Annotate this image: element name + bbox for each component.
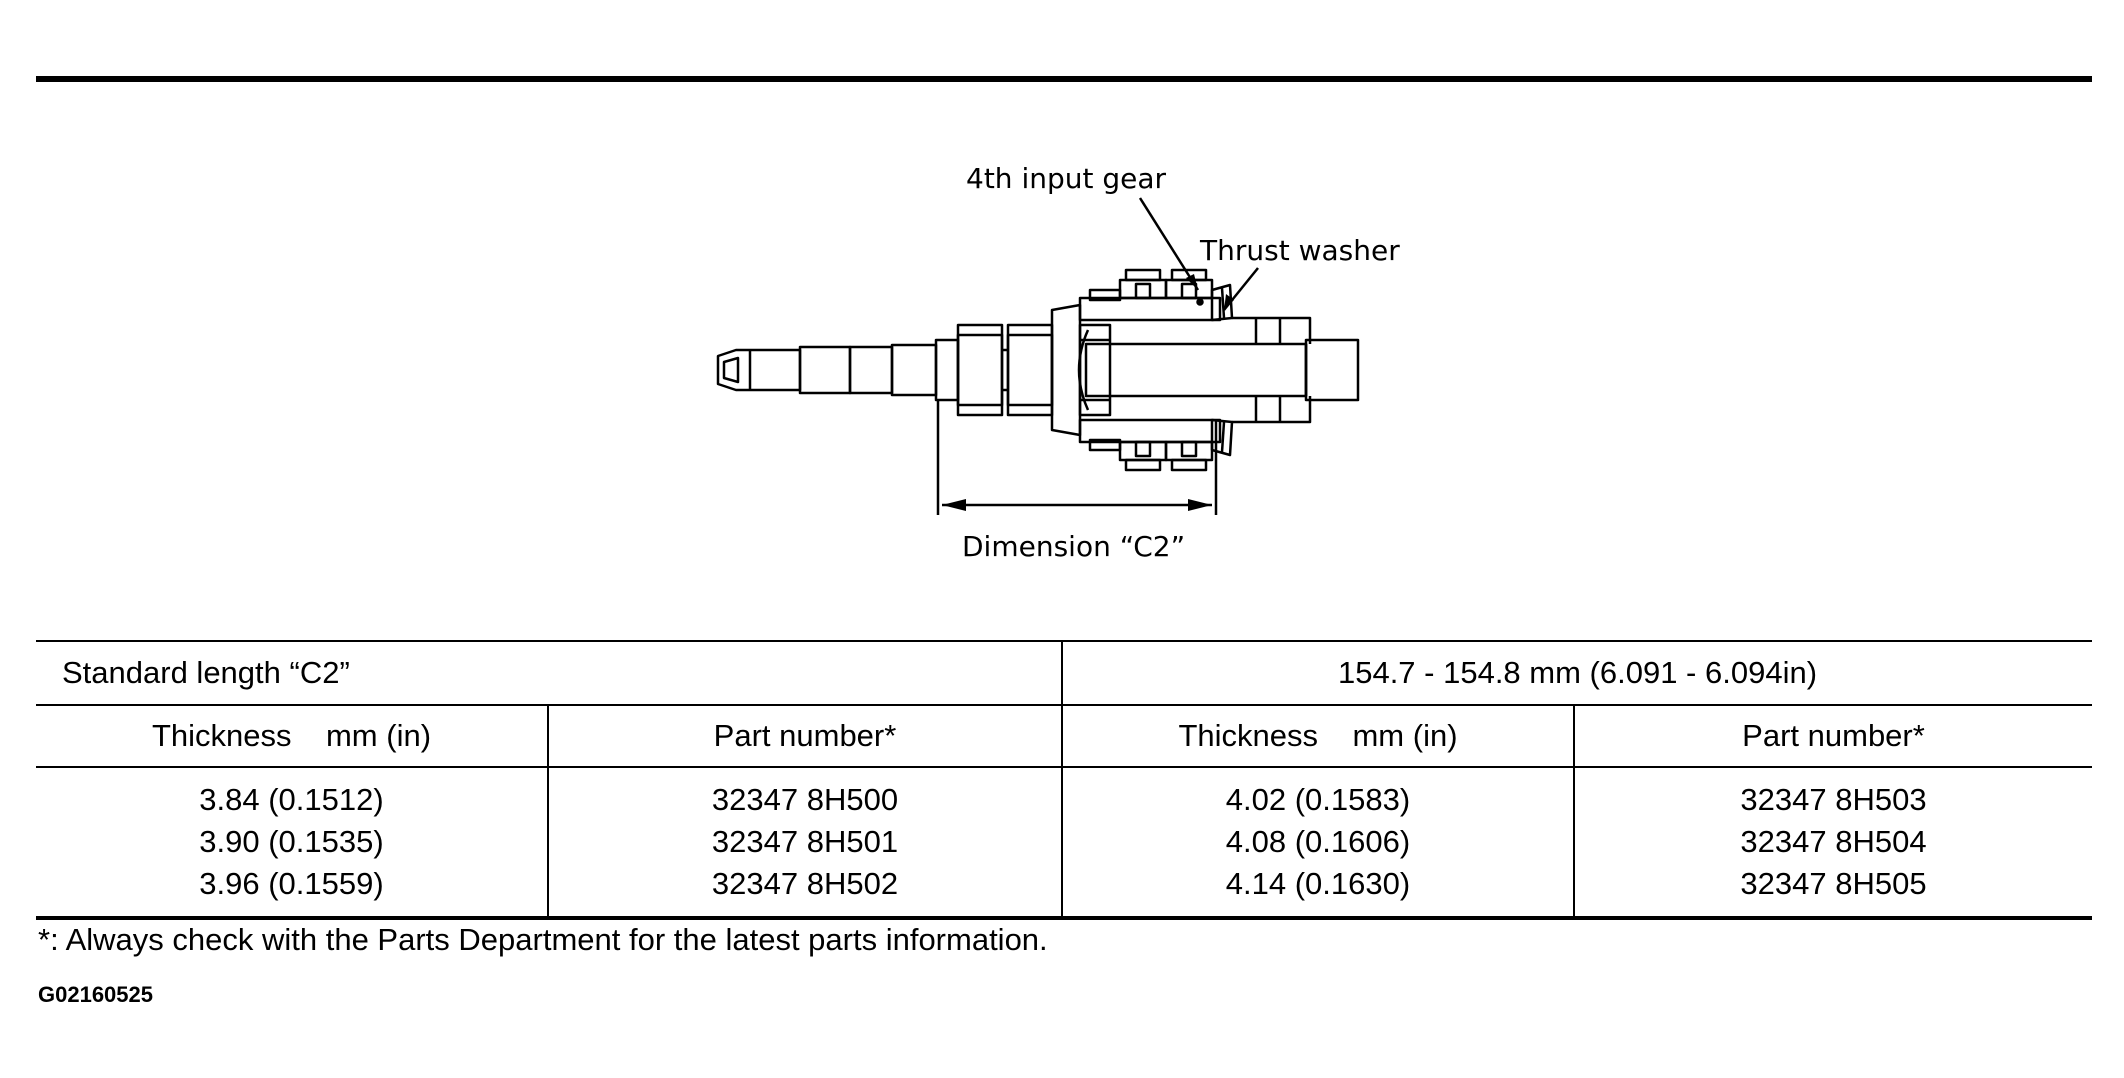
- table-cell: 32347 8H501: [711, 824, 899, 859]
- header-part-number-left: Part number*: [547, 705, 1062, 768]
- hub: [1050, 303, 1112, 437]
- thickness-column-right: 4.02 (0.1583) 4.08 (0.1606) 4.14 (0.1630…: [1061, 767, 1574, 920]
- table-cell: 4.08 (0.1606): [1225, 824, 1411, 859]
- table-cell: 32347 8H505: [1740, 866, 1927, 901]
- table-cell: 3.90 (0.1535): [199, 824, 384, 859]
- gear-leader: [1138, 197, 1200, 291]
- figure-id: G02160525: [38, 982, 153, 1007]
- dimension-lines: [936, 400, 1218, 515]
- footnote: *: Always check with the Parts Departmen…: [38, 922, 1048, 957]
- mainshaft-diagram: [716, 197, 1360, 515]
- table-cell: 32347 8H500: [711, 782, 899, 817]
- table-data-row: 3.84 (0.1512) 3.90 (0.1535) 3.96 (0.1559…: [36, 767, 2092, 920]
- table-cell: 32347 8H503: [1740, 782, 1927, 817]
- shim-selection-table: Standard length “C2” 154.7 - 154.8 mm (6…: [36, 640, 2092, 920]
- top-rule: [36, 76, 2092, 82]
- label-input-gear: 4th input gear: [966, 162, 1167, 195]
- table-cell: 3.96 (0.1559): [199, 866, 384, 901]
- table-cell: 3.84 (0.1512): [199, 782, 384, 817]
- nut-collar: [956, 323, 1054, 417]
- standard-length-row: Standard length “C2” 154.7 - 154.8 mm (6…: [36, 640, 2092, 706]
- table-cell: 32347 8H504: [1740, 824, 1927, 859]
- hollow-shaft: [1084, 316, 1360, 424]
- gear-upper: [1078, 268, 1234, 322]
- shaft-body: [798, 338, 960, 402]
- label-thrust-washer: Thrust washer: [1200, 234, 1400, 267]
- gear-lower: [1078, 418, 1234, 472]
- part-number-column-right: 32347 8H503 32347 8H504 32347 8H505: [1573, 767, 2092, 920]
- header-part-number-right: Part number*: [1573, 705, 2092, 768]
- header-thickness-right: Thickness mm (in): [1061, 705, 1574, 768]
- part-number-column-left: 32347 8H500 32347 8H501 32347 8H502: [547, 767, 1062, 920]
- table-header-row: Thickness mm (in) Part number* Thickness…: [36, 705, 2092, 768]
- header-thickness-left: Thickness mm (in): [36, 705, 548, 768]
- table-cell: 32347 8H502: [711, 866, 899, 901]
- table-cell: 4.02 (0.1583): [1225, 782, 1411, 817]
- standard-length-value: 154.7 - 154.8 mm (6.091 - 6.094in): [1061, 640, 2092, 706]
- table-cell: 4.14 (0.1630): [1225, 866, 1411, 901]
- standard-length-label: Standard length “C2”: [36, 640, 1062, 706]
- thickness-column-left: 3.84 (0.1512) 3.90 (0.1535) 3.96 (0.1559…: [36, 767, 548, 920]
- shaft-tip: [716, 348, 802, 392]
- label-dimension: Dimension “C2”: [962, 530, 1186, 563]
